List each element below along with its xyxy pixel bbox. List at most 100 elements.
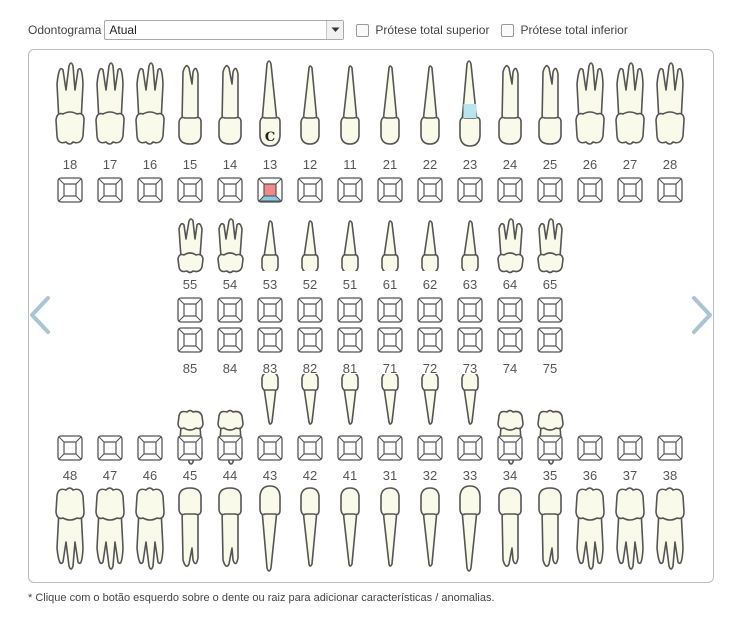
tooth-61[interactable] [373,217,407,276]
tooth-surface-36[interactable] [577,435,603,461]
previous-arrow-icon[interactable] [26,290,56,340]
tooth-35[interactable] [533,480,567,577]
tooth-46[interactable] [133,480,167,577]
tooth-surface-24[interactable] [497,177,523,203]
tooth-surface-25[interactable] [537,177,563,203]
tooth-65[interactable] [533,217,567,314]
tooth-surface-47[interactable] [97,435,123,461]
prosthesis-lower-option[interactable]: Prótese total inferior [501,23,628,37]
tooth-12[interactable] [293,60,327,157]
tooth-42[interactable] [293,480,327,577]
tooth-surface-71[interactable] [377,327,403,353]
tooth-surface-55[interactable] [177,297,203,323]
tooth-surface-38[interactable] [657,435,683,461]
tooth-13[interactable]: C [253,60,287,157]
tooth-51[interactable] [333,217,367,276]
prosthesis-lower-checkbox[interactable] [501,23,515,37]
tooth-24[interactable] [493,60,527,157]
tooth-surface-44[interactable] [217,435,243,461]
tooth-surface-75[interactable] [537,327,563,353]
tooth-47[interactable] [93,480,127,577]
tooth-surface-52[interactable] [297,297,323,323]
tooth-surface-81[interactable] [337,327,363,353]
tooth-32[interactable] [413,480,447,577]
tooth-31[interactable] [373,480,407,577]
tooth-surface-14[interactable] [217,177,243,203]
tooth-surface-82[interactable] [297,327,323,353]
tooth-surface-18[interactable] [57,177,83,203]
tooth-surface-48[interactable] [57,435,83,461]
tooth-surface-62[interactable] [417,297,443,323]
tooth-surface-74[interactable] [497,327,523,353]
tooth-43[interactable] [253,480,287,577]
tooth-72[interactable] [413,371,447,433]
tooth-52[interactable] [293,217,327,276]
tooth-surface-43[interactable] [257,435,283,461]
tooth-41[interactable] [333,480,367,577]
tooth-surface-26[interactable] [577,177,603,203]
tooth-surface-83[interactable] [257,327,283,353]
tooth-17[interactable] [93,60,127,157]
tooth-surface-54[interactable] [217,297,243,323]
tooth-21[interactable] [373,60,407,157]
tooth-23[interactable] [453,60,487,157]
tooth-surface-65[interactable] [537,297,563,323]
chevron-down-icon[interactable] [326,21,344,39]
tooth-73[interactable] [453,371,487,433]
tooth-surface-15[interactable] [177,177,203,203]
tooth-15[interactable] [173,60,207,157]
tooth-44[interactable] [213,480,247,577]
tooth-45[interactable] [173,480,207,577]
tooth-surface-46[interactable] [137,435,163,461]
tooth-55[interactable] [173,217,207,314]
tooth-28[interactable] [653,60,687,157]
tooth-37[interactable] [613,480,647,577]
tooth-surface-41[interactable] [337,435,363,461]
prosthesis-upper-checkbox[interactable] [356,23,370,37]
tooth-36[interactable] [573,480,607,577]
tooth-surface-85[interactable] [177,327,203,353]
tooth-33[interactable] [453,480,487,577]
tooth-surface-35[interactable] [537,435,563,461]
tooth-62[interactable] [413,217,447,276]
tooth-surface-11[interactable] [337,177,363,203]
tooth-22[interactable] [413,60,447,157]
tooth-48[interactable] [53,480,87,577]
tooth-surface-42[interactable] [297,435,323,461]
tooth-16[interactable] [133,60,167,157]
tooth-surface-33[interactable] [457,435,483,461]
tooth-83[interactable] [253,371,287,433]
tooth-54[interactable] [213,217,247,314]
tooth-surface-13[interactable] [257,177,283,203]
tooth-81[interactable] [333,371,367,433]
tooth-surface-34[interactable] [497,435,523,461]
odontogram-select[interactable]: Atual [104,20,345,40]
prosthesis-upper-option[interactable]: Prótese total superior [356,23,489,37]
tooth-surface-53[interactable] [257,297,283,323]
tooth-26[interactable] [573,60,607,157]
tooth-surface-22[interactable] [417,177,443,203]
tooth-27[interactable] [613,60,647,157]
tooth-53[interactable] [253,217,287,276]
tooth-25[interactable] [533,60,567,157]
tooth-surface-23[interactable] [457,177,483,203]
tooth-surface-84[interactable] [217,327,243,353]
tooth-surface-64[interactable] [497,297,523,323]
tooth-63[interactable] [453,217,487,276]
tooth-surface-37[interactable] [617,435,643,461]
tooth-surface-51[interactable] [337,297,363,323]
tooth-surface-27[interactable] [617,177,643,203]
tooth-surface-63[interactable] [457,297,483,323]
tooth-surface-72[interactable] [417,327,443,353]
tooth-18[interactable] [53,60,87,157]
tooth-surface-61[interactable] [377,297,403,323]
tooth-surface-12[interactable] [297,177,323,203]
tooth-34[interactable] [493,480,527,577]
tooth-11[interactable] [333,60,367,157]
tooth-surface-73[interactable] [457,327,483,353]
tooth-surface-16[interactable] [137,177,163,203]
tooth-71[interactable] [373,371,407,433]
tooth-surface-28[interactable] [657,177,683,203]
tooth-surface-21[interactable] [377,177,403,203]
tooth-38[interactable] [653,480,687,577]
